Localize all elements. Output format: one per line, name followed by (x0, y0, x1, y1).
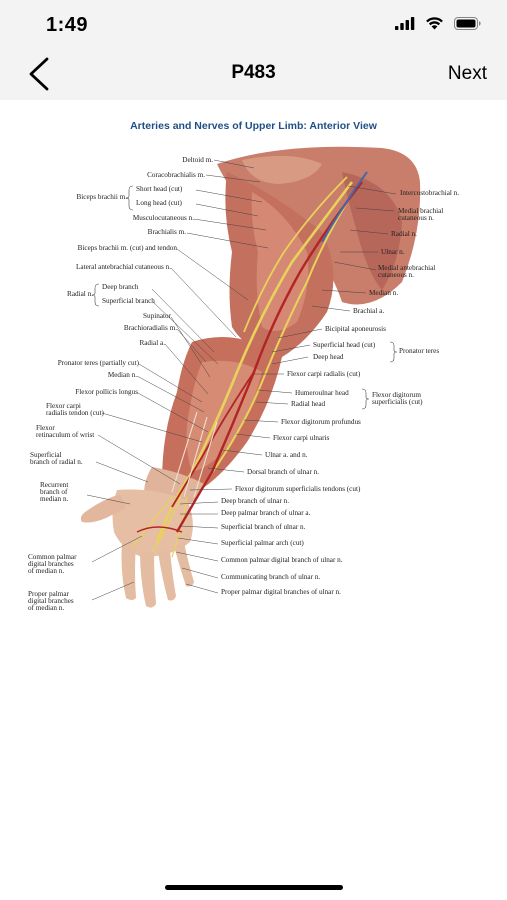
label-supinator: Supinator (143, 312, 171, 320)
label-intercostobrachial: Intercostobrachial n. (400, 189, 460, 197)
label-long-head: Long head (cut) (136, 199, 182, 207)
anatomy-plate[interactable]: Arteries and Nerves of Upper Limb: Anter… (22, 112, 485, 612)
label-superficial-head: Superficial head (cut) (313, 341, 376, 349)
page-title: P483 (231, 62, 276, 83)
next-button[interactable]: Next (447, 63, 487, 84)
label-musculocutaneous: Musculocutaneous n. (132, 214, 194, 222)
label-medial-brachial-2: cutaneous n. (398, 214, 434, 222)
label-deep-ulnar-n: Deep branch of ulnar n. (221, 497, 290, 505)
label-radial-head: Radial head (291, 400, 326, 408)
label-communicating-ulnar: Communicating branch of ulnar n. (221, 573, 321, 581)
label-deep-palmar-ulnar-a: Deep palmar branch of ulnar a. (221, 509, 311, 517)
label-superficial-branch: Superficial branch (102, 297, 155, 305)
label-humeroulnar-head: Humeroulnar head (295, 389, 349, 397)
label-medial-antebrachial-2: cutaneous n. (378, 271, 414, 279)
label-deep-branch: Deep branch (102, 283, 139, 291)
label-common-palmar-3: of median n. (28, 567, 65, 575)
label-deltoid: Deltoid m. (182, 156, 213, 164)
label-fcu: Flexor carpi ulnaris (273, 434, 330, 442)
status-bar: 1:49 (0, 0, 507, 50)
label-retinaculum-1: Flexor (36, 424, 55, 432)
label-median-n-right: Median n. (369, 289, 399, 297)
wifi-icon (425, 16, 444, 35)
chevron-left-icon (25, 56, 51, 97)
label-biceps-cut: Biceps brachii m. (cut) and tendon (77, 244, 177, 252)
arm-illustration (80, 146, 421, 608)
label-sup-ulnar-n: Superficial branch of ulnar n. (221, 523, 306, 531)
label-common-palmar-ulnar: Common palmar digital branch of ulnar n. (221, 556, 343, 564)
top-bar-background (0, 0, 507, 100)
label-bicipital-aponeurosis: Bicipital aponeurosis (325, 325, 386, 333)
label-fds-2: superficialis (cut) (372, 398, 423, 406)
label-brachial-a: Brachial a. (353, 307, 385, 315)
plate-title: Arteries and Nerves of Upper Limb: Anter… (130, 120, 377, 132)
label-medial-brachial-1: Medial brachial (398, 207, 444, 215)
back-button[interactable] (16, 54, 60, 98)
label-retinaculum-2: retinaculum of wrist (36, 431, 95, 439)
battery-icon (454, 16, 481, 35)
home-indicator[interactable] (165, 885, 343, 890)
label-brachioradialis: Brachioradialis m. (123, 324, 177, 332)
label-dorsal-ulnar: Dorsal branch of ulnar n. (247, 468, 320, 476)
label-common-palmar-1: Common palmar (28, 553, 77, 561)
label-recurrent-1: Recurrent (40, 481, 69, 489)
label-radial-a: Radial a. (139, 339, 165, 347)
label-sup-radial-2: branch of radial n. (30, 458, 83, 466)
label-ulnar-a-n: Ulnar a. and n. (265, 451, 308, 459)
label-recurrent-3: median n. (40, 495, 69, 503)
status-icons (395, 16, 481, 35)
label-ulnar-n: Ulnar n. (381, 248, 405, 256)
label-proper-palmar-3: of median n. (28, 604, 65, 612)
label-pronator-teres-partial: Pronator teres (partially cut) (57, 359, 139, 367)
label-median-n-left: Median n. (107, 371, 137, 379)
label-proper-palmar-ulnar: Proper palmar digital branches of ulnar … (221, 588, 341, 596)
status-time: 1:49 (46, 14, 89, 36)
label-lateral-antebrachial: Lateral antebrachial cutaneous n. (76, 263, 171, 271)
label-flexor-pollicis-longus: Flexor pollicis longus (75, 388, 138, 396)
label-radial-n-left: Radial n. (67, 290, 93, 298)
label-fcr-tendon-1: Flexor carpi (46, 402, 81, 410)
label-sup-palmar-arch: Superficial palmar arch (cut) (221, 539, 304, 547)
label-proper-palmar-1: Proper palmar (28, 590, 69, 598)
label-brachialis: Brachialis m. (147, 228, 186, 236)
label-proper-palmar-2: digital branches (28, 597, 74, 605)
label-medial-antebrachial-1: Medial antebrachial (378, 264, 436, 272)
label-fcr-tendon-2: radialis tendon (cut) (46, 409, 104, 417)
label-fds-tendons: Flexor digitorum superficialis tendons (… (235, 485, 361, 493)
label-short-head: Short head (cut) (136, 185, 183, 193)
label-common-palmar-2: digital branches (28, 560, 74, 568)
label-biceps-brachii: Biceps brachii m. (76, 193, 128, 201)
label-radial-n-right: Radial n. (391, 230, 417, 238)
label-recurrent-2: branch of (40, 488, 68, 496)
label-coracobrachialis: Coracobrachialis m. (147, 171, 205, 179)
label-pronator-teres: Pronator teres (399, 347, 440, 355)
navigation-bar: P483 Next (0, 50, 507, 100)
label-fds-1: Flexor digitorum (372, 391, 421, 399)
label-deep-head: Deep head (313, 353, 344, 361)
label-fdp: Flexor digitorum profundus (281, 418, 361, 426)
label-fcr-cut: Flexor carpi radialis (cut) (287, 370, 361, 378)
label-sup-radial-1: Superficial (30, 451, 62, 459)
signal-icon (395, 16, 415, 35)
